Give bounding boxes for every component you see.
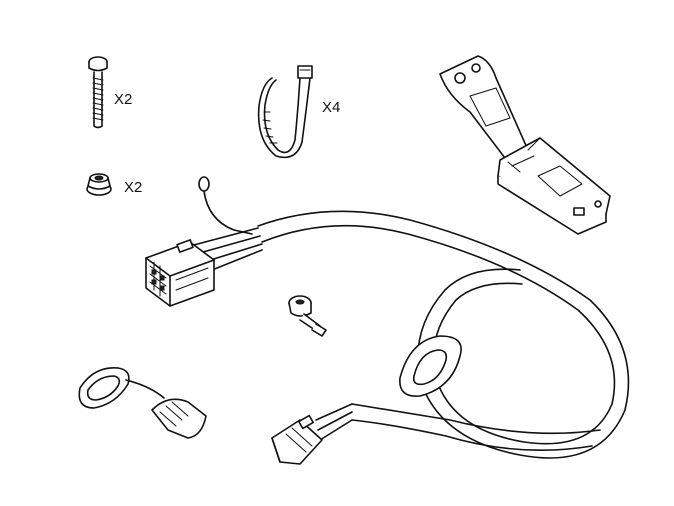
cable-tie-quantity-label: X4 xyxy=(322,99,340,116)
harness-grommet xyxy=(399,335,462,397)
flange-nut xyxy=(86,173,112,196)
bolt-quantity-label: X2 xyxy=(114,91,132,108)
main-connector xyxy=(145,239,215,307)
mounting-bracket xyxy=(439,55,611,235)
long-bolt xyxy=(88,56,108,129)
protective-cap xyxy=(78,367,207,439)
cable-tie xyxy=(257,65,313,159)
shoulder-bolt xyxy=(288,295,327,337)
four-pin-connector xyxy=(271,403,353,465)
nut-quantity-label: X2 xyxy=(124,179,142,196)
wiring-harness xyxy=(145,176,630,465)
